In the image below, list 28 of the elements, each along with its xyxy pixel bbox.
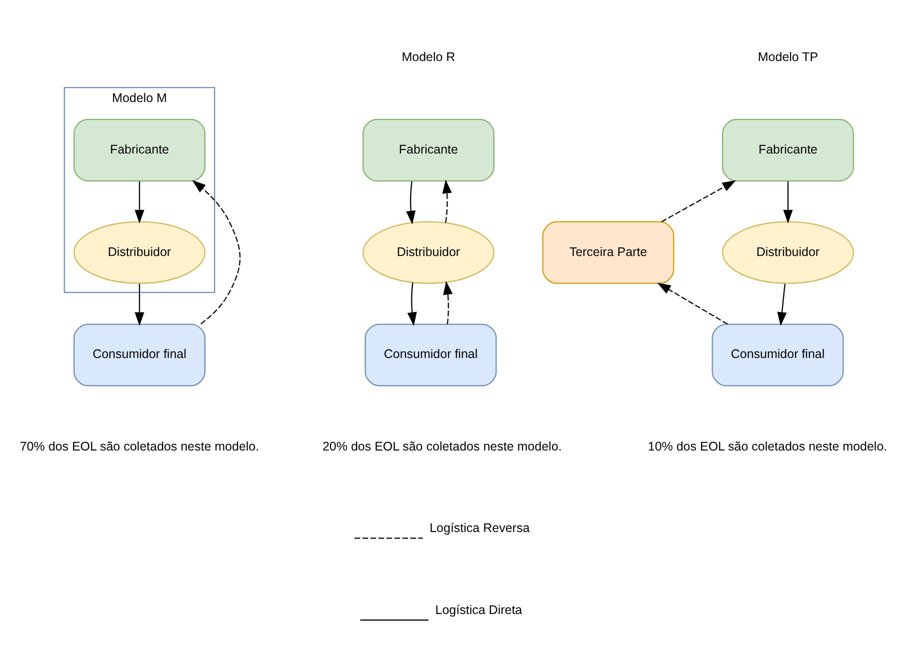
node-ellipse: Distribuidor [362,220,494,284]
label: 70% dos EOL são coletados neste modelo. [20,438,260,453]
label: 10% dos EOL são coletados neste modelo. [648,438,888,453]
arrow [407,282,417,326]
arrow [442,179,452,222]
node-ellipse: Distribuidor [722,220,854,284]
node-box: Consumidor final [74,323,206,386]
arrow [783,180,793,223]
node-box: Fabricante [74,118,206,181]
arrow [443,280,453,324]
arrow [661,180,736,222]
legend-label: Logística Reversa [430,520,530,535]
arrow [406,180,416,224]
arrow [657,282,728,324]
node-ellipse: Distribuidor [74,220,206,284]
label: Modelo R [402,50,456,64]
arrow [192,180,241,324]
node-box: Fabricante [362,118,494,181]
arrow [134,283,144,326]
node-box: Terceira Parte [542,220,674,284]
arrow [777,283,787,326]
label: Modelo TP [758,50,818,64]
arrow [134,180,144,223]
node-box: Consumidor final [364,323,497,386]
legend-label: Logística Direta [435,602,522,617]
label: 20% dos EOL são coletados neste modelo. [322,438,562,453]
node-box: Consumidor final [712,323,844,386]
node-box: Fabricante [722,118,854,181]
